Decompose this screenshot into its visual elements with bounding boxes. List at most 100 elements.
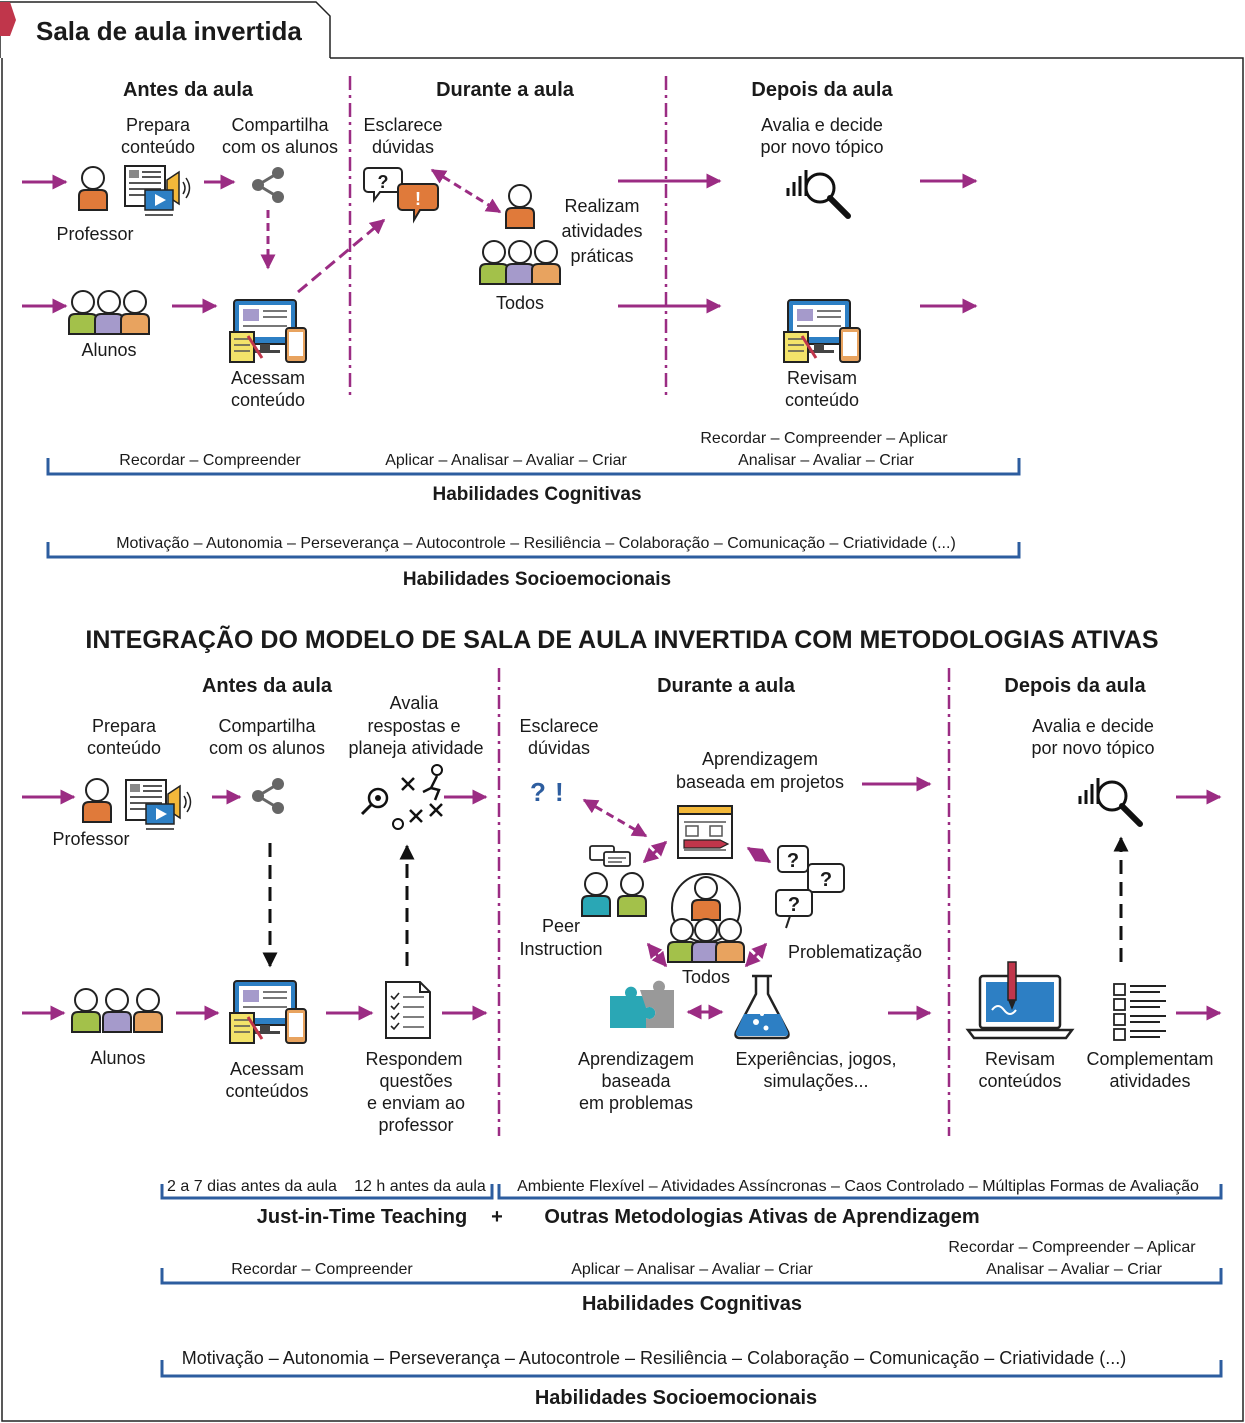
top-professor-icon — [78, 166, 108, 211]
bottom-respondem-l4: professor — [378, 1115, 453, 1135]
bottom-cog-after-l2: Analisar – Avaliar – Criar — [986, 1261, 1162, 1278]
bottom-presentation-icon — [125, 779, 192, 830]
bottom-laptop-icon — [965, 961, 1075, 1040]
bottom-prepara-l2: conteúdo — [87, 738, 161, 758]
bottom-compartilha-l2: com os alunos — [209, 738, 325, 758]
bottom-revisam-l2: conteúdos — [978, 1071, 1061, 1091]
bottom-arrow-projects-peer — [642, 840, 668, 864]
top-prepara-l2: conteúdo — [121, 137, 195, 157]
title-tab-marker — [0, 2, 16, 36]
top-revisam-l1: Revisam — [787, 368, 857, 388]
bottom-esclarece-l1: Esclarece — [519, 716, 598, 736]
bottom-jitt-title: Just-in-Time Teaching — [257, 1206, 467, 1228]
top-teacher-todos-icon — [505, 184, 535, 229]
top-prepara-l1: Prepara — [126, 115, 191, 135]
bottom-socio-list: Motivação – Autonomia – Perseverança – A… — [182, 1348, 1127, 1368]
top-student1-icon — [68, 290, 98, 335]
top-esclarece-l1: Esclarece — [363, 115, 442, 135]
bottom-socio-bracket — [160, 1360, 1223, 1378]
top-professor-label: Professor — [56, 224, 133, 244]
bottom-avalia-resp-l2: respostas e — [367, 716, 460, 736]
bottom-prepara-l1: Prepara — [92, 716, 157, 736]
top-arrow-acessam-to-doubts — [297, 218, 386, 294]
top-student2-icon — [94, 290, 124, 335]
bottom-flask-icon — [734, 974, 790, 1040]
bottom-phase-after: Depois da aula — [1004, 675, 1146, 697]
top-exclamation-glyph: ! — [415, 189, 421, 209]
bottom-student1-icon — [71, 988, 101, 1033]
bottom-cog-after-l1: Recordar – Compreender – Aplicar — [948, 1239, 1196, 1256]
top-cog-after-l1: Recordar – Compreender – Aplicar — [700, 430, 948, 447]
top-student1-todos-icon — [479, 240, 509, 285]
bottom-avalia-resp-l1: Avalia — [390, 693, 440, 713]
top-search-chart-icon — [788, 170, 848, 216]
bottom-q3-glyph: ? — [788, 894, 800, 916]
bottom-respondem-l1: Respondem — [365, 1049, 462, 1069]
bottom-arrow-doubts-to-projects — [582, 798, 648, 838]
bottom-todos-teacher-icon — [691, 876, 721, 921]
bottom-avalia-resp-l3: planeja atividade — [348, 738, 483, 758]
bottom-esclarece-l2: dúvidas — [528, 738, 590, 758]
top-avalia-l1: Avalia e decide — [761, 115, 883, 135]
top-compartilha-l2: com os alunos — [222, 137, 338, 157]
bottom-projetos-l2: baseada em projetos — [676, 772, 844, 792]
bottom-projetos-l1: Aprendizagem — [702, 749, 818, 769]
top-compartilha-l1: Compartilha — [231, 115, 329, 135]
top-phase-after: Depois da aula — [751, 79, 893, 101]
top-student2-todos-icon — [505, 240, 535, 285]
top-question-glyph: ? — [378, 172, 389, 192]
bottom-avalia-l2: por novo tópico — [1031, 738, 1154, 758]
top-realizam-l3: práticas — [570, 246, 633, 266]
bottom-time2: 12 h antes da aula — [354, 1178, 486, 1195]
bottom-professor-label: Professor — [52, 829, 129, 849]
bottom-time1: 2 a 7 dias antes da aula — [167, 1178, 337, 1195]
top-cog-during: Aplicar – Analisar – Avaliar – Criar — [385, 452, 627, 469]
bottom-arrow-peer-puzzle — [646, 942, 668, 968]
bottom-compartilha-l1: Compartilha — [218, 716, 316, 736]
bottom-peer2-icon — [617, 872, 647, 917]
bottom-phase-during: Durante a aula — [657, 675, 796, 697]
bottom-cog-bracket — [160, 1268, 1223, 1285]
top-devices-icon — [228, 298, 308, 364]
bottom-acessam-l1: Acessam — [230, 1059, 304, 1079]
bottom-complementam-l1: Complementam — [1086, 1049, 1213, 1069]
top-realizam-l2: atividades — [561, 221, 642, 241]
top-acessam-l1: Acessam — [231, 368, 305, 388]
bottom-respondem-l3: e enviam ao — [367, 1093, 465, 1113]
top-alunos-label: Alunos — [81, 340, 136, 360]
bottom-arrow-problem-flask — [744, 942, 768, 968]
bottom-todos-student3-icon — [715, 918, 745, 963]
bottom-puzzle-icon — [610, 980, 674, 1028]
top-student3-todos-icon — [531, 240, 561, 285]
bottom-peer-chat-icon — [589, 845, 631, 867]
bottom-section: INTEGRAÇÃO DO MODELO DE SALA DE AULA INV… — [22, 624, 1223, 1409]
top-revisam-devices-icon — [782, 298, 862, 364]
top-cog-after-l2: Analisar – Avaliar – Criar — [738, 452, 914, 469]
top-phase-before: Antes da aula — [123, 79, 254, 101]
bottom-arrow-projects-problem — [746, 846, 772, 864]
bottom-peer1-icon — [581, 872, 611, 917]
bottom-professor-icon — [82, 778, 112, 823]
bottom-experiencias-l1: Experiências, jogos, — [735, 1049, 896, 1069]
top-cog-title: Habilidades Cognitivas — [432, 484, 641, 505]
bottom-title: INTEGRAÇÃO DO MODELO DE SALA DE AULA INV… — [85, 624, 1158, 654]
top-acessam-l2: conteúdo — [231, 390, 305, 410]
bottom-project-board-icon — [677, 805, 733, 859]
top-socio-list: Motivação – Autonomia – Perseverança – A… — [116, 535, 956, 552]
bottom-cog-before: Recordar – Compreender — [231, 1261, 413, 1278]
bottom-problemas-l1: Aprendizagem — [578, 1049, 694, 1069]
bottom-problematizacao-label: Problematização — [788, 942, 922, 962]
top-student3-icon — [120, 290, 150, 335]
bottom-question-glyph: ? — [530, 777, 546, 807]
bottom-acessam-l2: conteúdos — [225, 1081, 308, 1101]
bottom-devices-icon — [228, 979, 308, 1045]
bottom-ambiente: Ambiente Flexível – Atividades Assíncron… — [517, 1178, 1199, 1195]
top-socio-bracket — [46, 542, 1021, 559]
bottom-cog-title: Habilidades Cognitivas — [582, 1293, 802, 1315]
bottom-exclamation-glyph: ! — [555, 777, 564, 807]
bottom-revisam-l1: Revisam — [985, 1049, 1055, 1069]
top-cog-bracket — [46, 458, 1021, 476]
bottom-q2-glyph: ? — [820, 869, 832, 891]
